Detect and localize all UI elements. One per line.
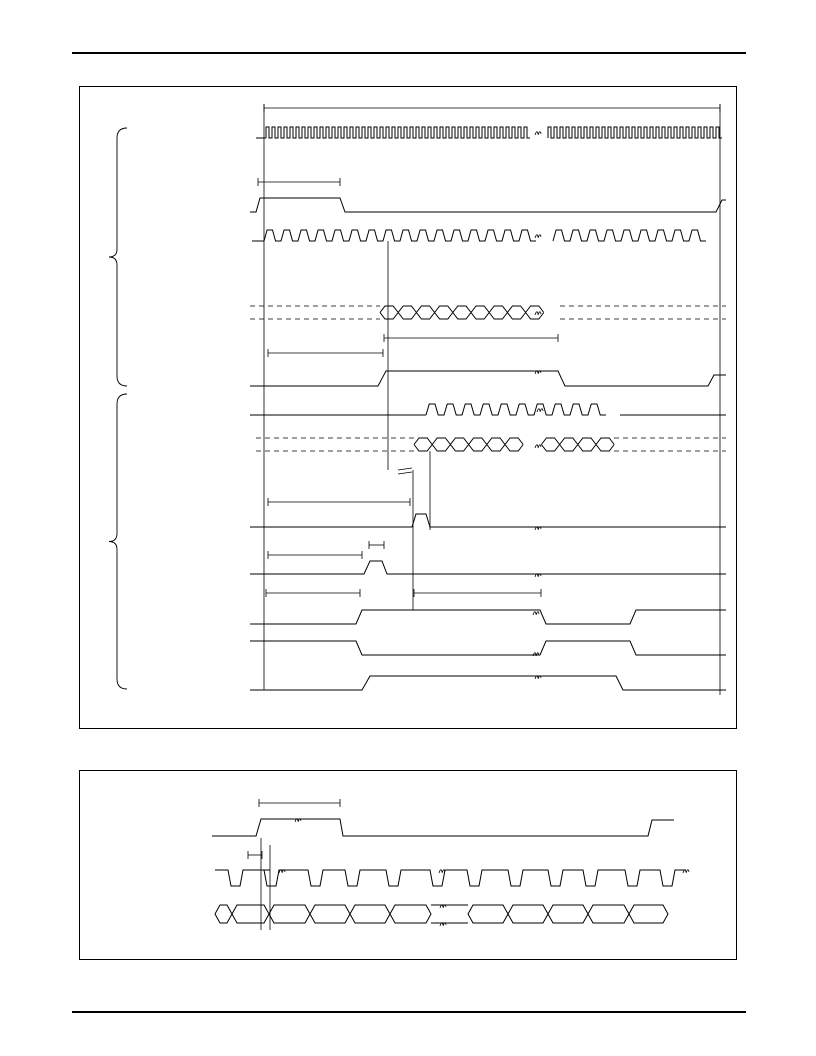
fast-clock-break <box>535 132 541 135</box>
enable-window-waveform <box>250 676 726 690</box>
window-delay-dimension-ticks <box>266 589 360 597</box>
burst-clock-waveform <box>426 404 606 415</box>
slow-clock-waveform <box>264 230 706 241</box>
start-pulse-width-dimension-ticks <box>258 178 340 186</box>
frame-pulse-width-dimension-ticks <box>259 799 340 807</box>
window-bus-break-lower <box>533 653 539 656</box>
short-pulse2-delay-dimension-ticks <box>268 551 362 559</box>
frame-pulse-waveform <box>212 819 674 836</box>
timing-diagram-top-panel <box>79 86 737 729</box>
window-hold-dimension-ticks <box>414 589 541 597</box>
window-bus-break-upper <box>533 612 539 615</box>
short-pulse-break <box>535 527 541 530</box>
top-rule <box>72 52 746 54</box>
slow-clock-break <box>535 235 541 238</box>
short-pulse-delay-dimension-ticks <box>268 498 410 506</box>
burst-clock-break <box>537 409 543 412</box>
data-bus2-break <box>535 445 541 448</box>
enable-waveform <box>250 371 726 386</box>
clock-pulses-break-left <box>279 870 285 873</box>
short-pulse2-width-dimension-ticks <box>369 541 384 549</box>
short-pulse2-waveform <box>250 561 726 574</box>
start-pulse-waveform <box>250 198 726 212</box>
frame-pulse-break <box>295 819 301 822</box>
window-bus-upper-waveform <box>250 610 726 624</box>
setup-hold-marker <box>398 468 412 474</box>
data-bus-bottom-waveform <box>215 905 668 923</box>
clock-pulses-break-mid <box>439 870 445 873</box>
data-bus-break <box>535 312 541 315</box>
frame-setup-dimension-ticks <box>248 851 262 859</box>
period-dimension-ticks <box>264 104 720 112</box>
fast-clock-waveform <box>266 127 722 138</box>
short-pulse-waveform <box>250 514 726 527</box>
enable-break <box>535 371 541 374</box>
group-brace-lower <box>109 394 127 689</box>
enable-width-dimension-ticks <box>384 334 558 342</box>
data-bus-bottom-break-lower <box>440 923 446 926</box>
window-bus-lower-waveform <box>250 641 726 655</box>
group-brace-upper <box>109 128 127 386</box>
enable-window-break <box>535 676 541 679</box>
clock-pulses-break-right <box>683 870 689 873</box>
short-pulse2-break <box>535 574 541 577</box>
timing-diagram-bottom-panel <box>79 770 737 960</box>
enable-delay-dimension-ticks <box>268 349 383 357</box>
data-bus-bottom-held <box>431 905 468 923</box>
data-bus-bottom-break-upper <box>440 905 446 908</box>
clock-pulses-waveform <box>215 870 686 886</box>
bottom-rule <box>72 1011 746 1013</box>
data-bus2-waveform <box>414 438 614 451</box>
data-bus-waveform <box>380 306 544 319</box>
